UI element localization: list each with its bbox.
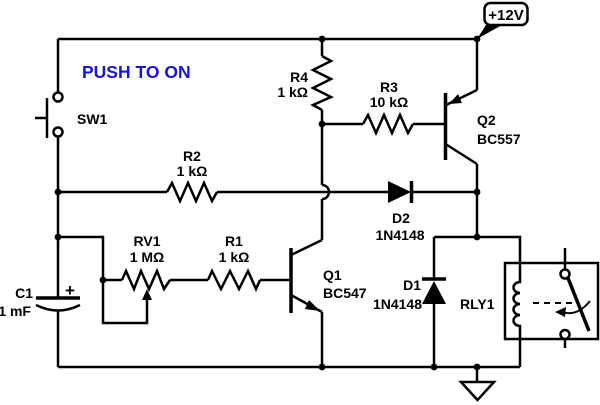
junction-dot [473,35,481,43]
relay-switch-arm [566,277,591,332]
junction-dot [473,233,481,241]
d2-part-label: 1N4148 [375,227,424,243]
r3-ref-label: R3 [380,79,398,95]
c1-curved-plate [35,303,81,312]
diode-d1: D1 1N4148 [373,235,477,367]
rv1-value-label: 1 MΩ [130,249,165,265]
q1-emitter-arrow [305,300,320,311]
r2-value-label: 1 kΩ [177,163,208,179]
junction-dot [54,233,62,241]
relay-rly1: RLY1 [460,235,600,367]
r2-zigzag [165,179,219,205]
ground-triangle [458,380,497,402]
rv1-wiper-return-wire [58,235,149,325]
r3-value-label: 10 kΩ [370,94,408,110]
wire-node-to-relay [477,235,522,263]
wire-hop-arc [321,183,331,201]
push-to-on-note: PUSH TO ON [82,62,191,82]
junction-dots [54,35,481,371]
r1-value-label: 1 kΩ [219,249,250,265]
relay-actuation-arrowhead [555,307,566,317]
d1-triangle [422,281,446,304]
r1-ref-label: R1 [225,233,243,249]
r4-zigzag [310,54,334,112]
power-flag-12v: +12V [477,1,529,39]
d1-part-label: 1N4148 [373,296,422,312]
r3-zigzag [361,111,415,137]
relay-contact-top-terminal [559,268,571,280]
c1-ref-label: C1 [15,285,33,301]
power-rail-wire [56,37,520,369]
q2-ref-label: Q2 [477,112,496,128]
q2-part-label: BC557 [477,131,521,147]
r4-ref-label: R4 [290,69,308,85]
r4-value-label: 1 kΩ [277,84,308,100]
rv1-wiper-arrow [142,289,152,300]
transistor-q1: Q1 BC547 [289,238,367,367]
d2-triangle [388,181,411,203]
potentiometer-rv1: RV1 1 MΩ [58,233,172,325]
rv1-ref-label: RV1 [134,233,161,249]
q1-ref-label: Q1 [323,267,342,283]
junction-dot [99,276,107,284]
resistor-r3: R3 10 kΩ [322,79,444,137]
r1-zigzag [206,268,262,293]
q2-collector-diagonal [444,142,478,166]
diode-d2: D2 1N4148 [375,181,477,243]
relay-contact-bottom-terminal [559,328,571,341]
junction-dot [318,120,326,128]
switch-contact-bottom [52,126,64,138]
power-flag-pointer [477,25,502,39]
junction-dot [318,35,326,43]
capacitor-c1: C1 1 mF + [0,281,81,319]
rly1-ref-label: RLY1 [460,296,495,312]
resistor-r4: R4 1 kΩ [277,39,334,124]
q1-collector-column [320,124,331,240]
relay-coil [512,263,522,339]
junction-dot [430,363,438,371]
switch-contact-top [52,91,64,103]
q2-emitter-arrow [449,94,462,104]
resistor-r2: R2 1 kΩ [58,148,388,205]
c1-value-label: 1 mF [0,303,31,319]
r2-ref-label: R2 [183,148,201,164]
pushbutton-sw1: SW1 [35,91,108,138]
d1-ref-label: D1 [403,277,421,293]
resistor-r1: R1 1 kΩ [170,233,291,293]
q1-collector-diagonal [290,238,323,257]
sw1-ref-label: SW1 [77,111,108,127]
ground-symbol [458,367,497,402]
transistor-q2: Q2 BC557 [443,39,521,237]
junction-dot [54,188,62,196]
junction-dot [473,188,481,196]
q1-part-label: BC547 [323,285,367,301]
c1-polarity-mark: + [65,281,75,300]
power-label: +12V [488,7,523,24]
rv1-zigzag [120,267,172,293]
junction-dot [318,363,326,371]
junction-dot [473,363,481,371]
d2-ref-label: D2 [392,210,410,226]
power-flag-box [483,1,529,27]
